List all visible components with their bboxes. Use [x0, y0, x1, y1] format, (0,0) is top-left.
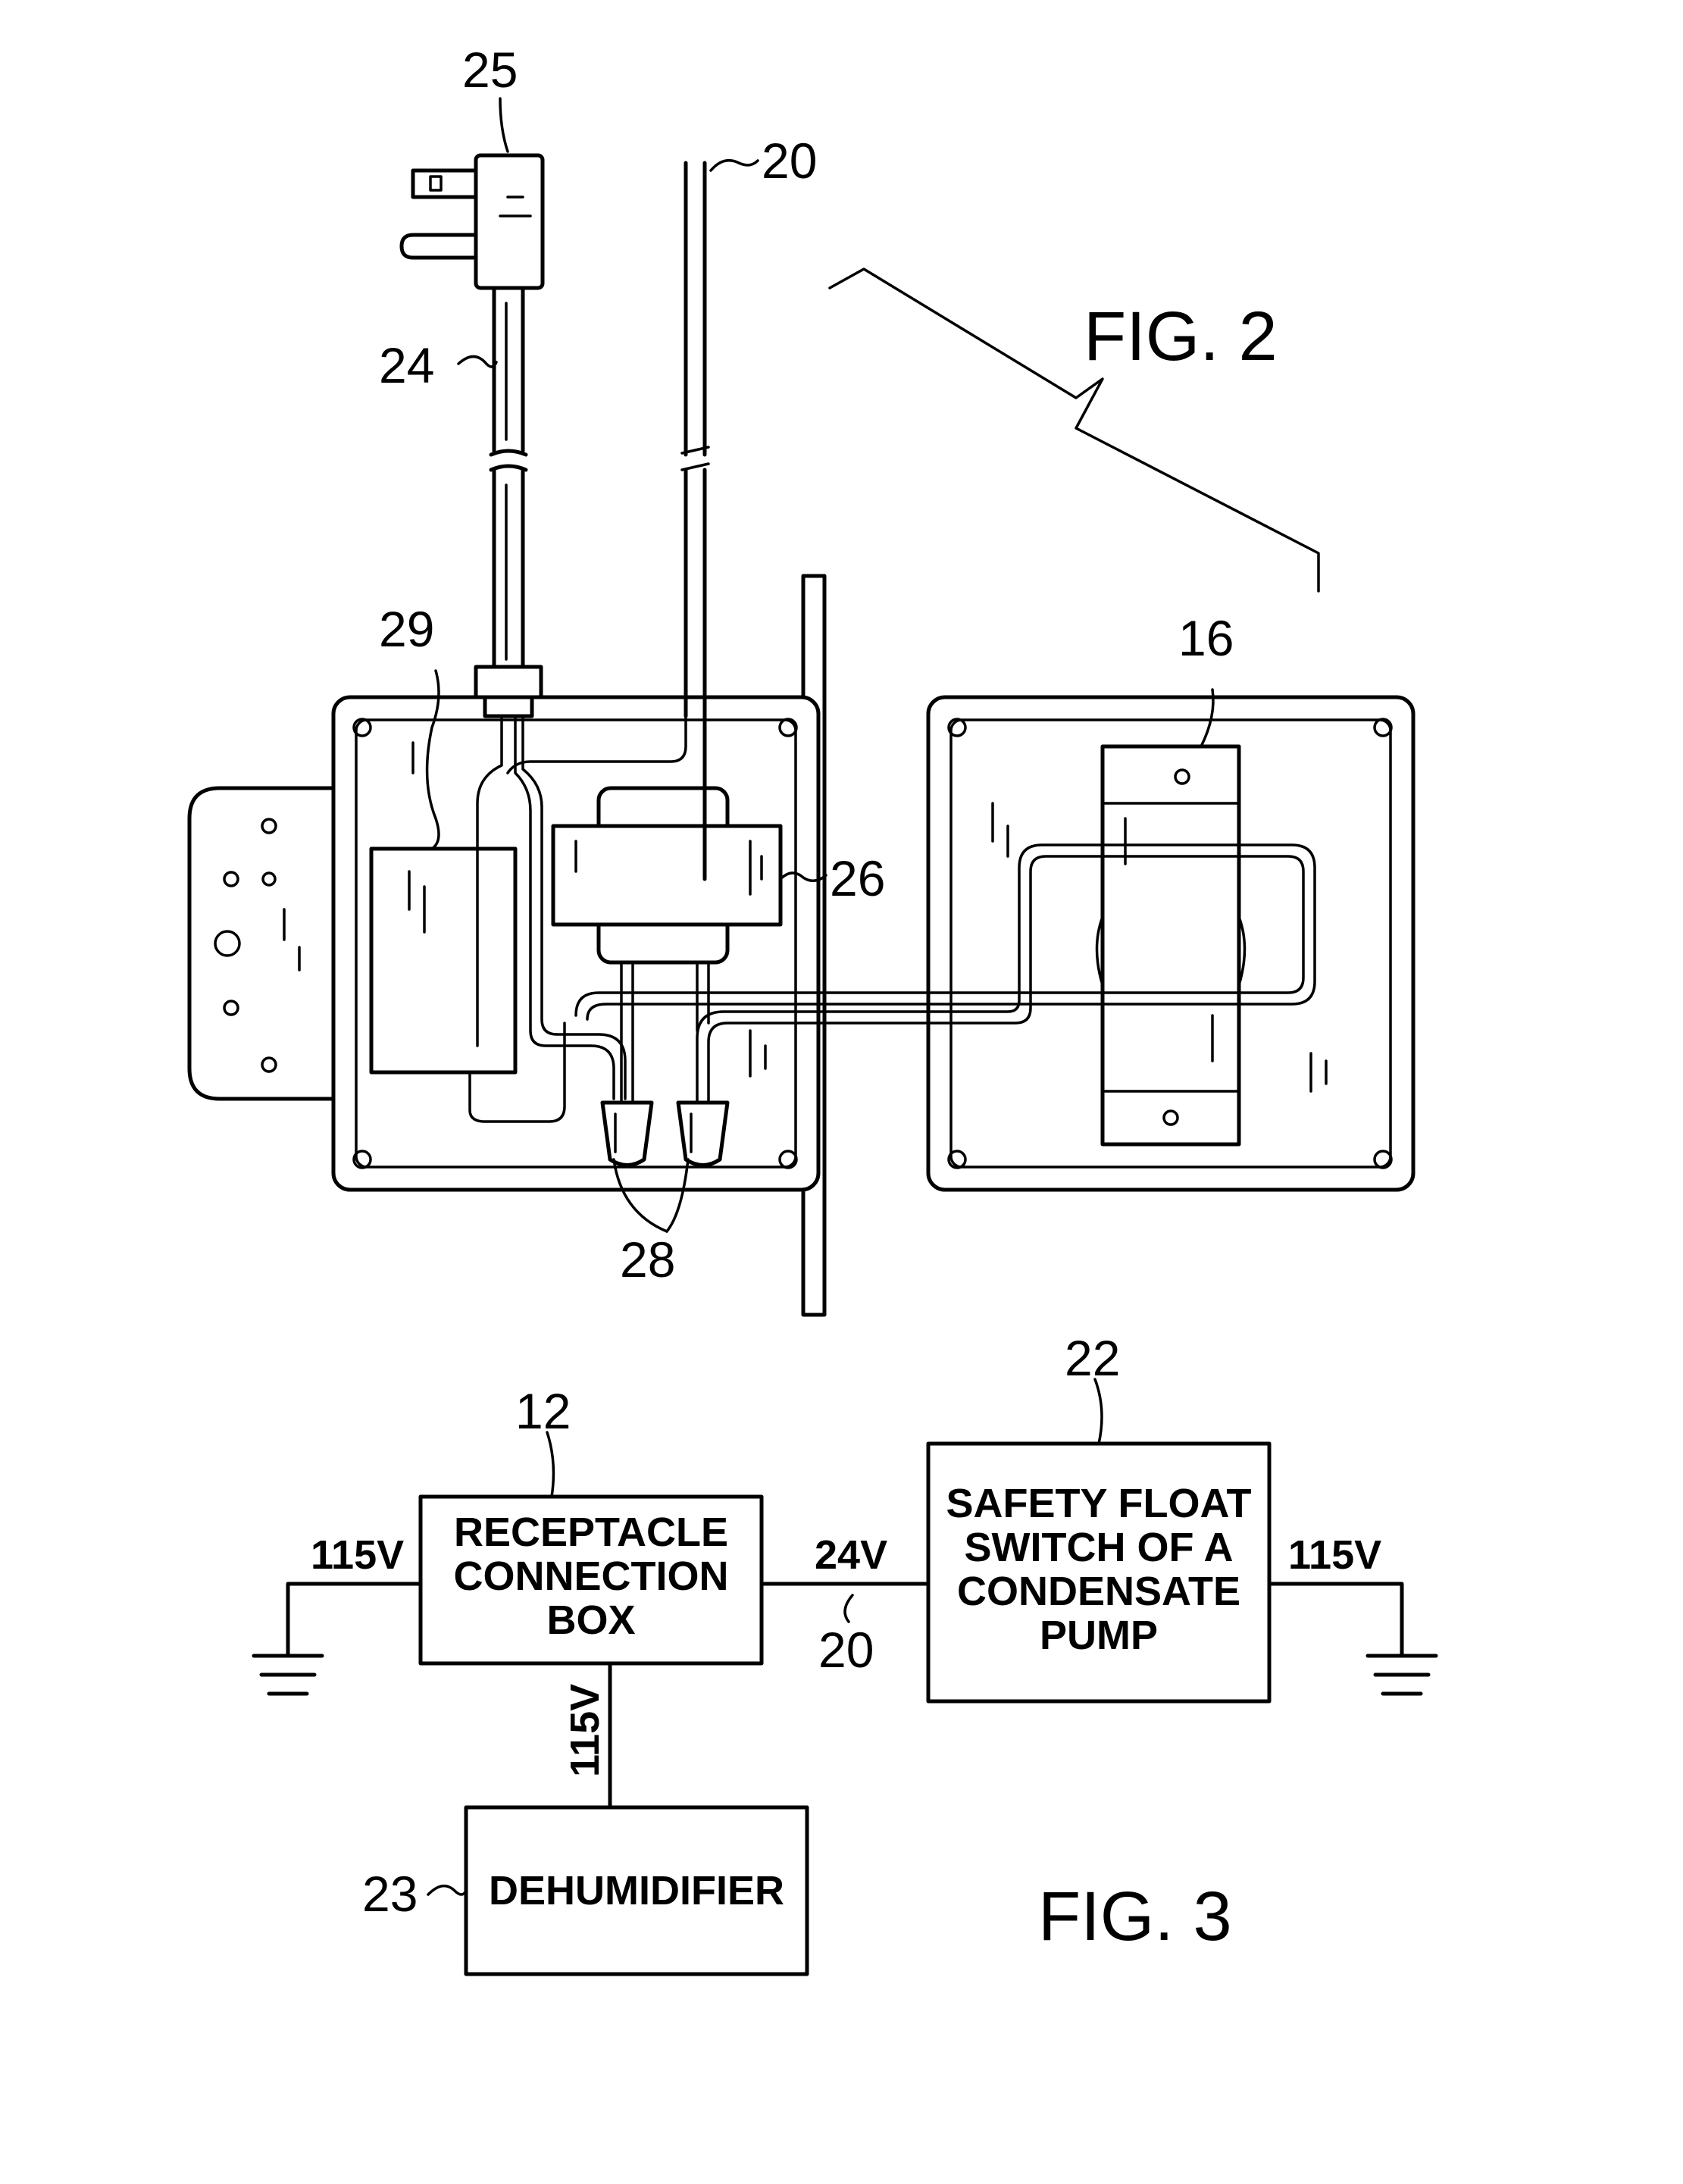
- label-signal-wire-ref: 20: [762, 133, 817, 189]
- controller-module: [369, 846, 518, 1075]
- wire-nuts: [600, 1100, 730, 1167]
- signal-wire-pair: [680, 161, 710, 881]
- internal-wiring: [468, 715, 1316, 1123]
- voltage-dehumidifier-feed: 115V: [562, 1684, 608, 1777]
- voltage-left-supply: 115V: [311, 1532, 404, 1578]
- ground-symbol-right: [1365, 1654, 1438, 1696]
- fig3-leaders: [427, 1378, 1103, 1896]
- label-wire-nuts-ref: 28: [620, 1231, 675, 1288]
- label-dehumidifier-ref: 23: [362, 1866, 418, 1922]
- float-switch-body: [1095, 744, 1247, 1147]
- dehumidifier-box: DEHUMIDIFIER: [464, 1805, 809, 1976]
- fig3-drawing: RECEPTACLE CONNECTION BOX SAFETY FLOAT S…: [252, 1330, 1438, 1976]
- receptacle-line-1: RECEPTACLE: [454, 1510, 728, 1555]
- receptacle-line-2: CONNECTION: [454, 1554, 729, 1599]
- label-link-ref: 20: [818, 1622, 874, 1678]
- label-transformer-ref: 26: [830, 850, 885, 906]
- fig2-leaders: [425, 97, 1215, 1233]
- figure-break-line: [828, 268, 1320, 593]
- transformer: [551, 786, 783, 965]
- float-switch-line-2: SWITCH OF A: [965, 1525, 1234, 1570]
- label-controller-ref: 29: [379, 601, 434, 657]
- dehumidifier-label: DEHUMIDIFIER: [489, 1868, 784, 1913]
- fig3-title: FIG. 3: [1038, 1878, 1232, 1955]
- label-float-switch-box-ref: 22: [1065, 1330, 1120, 1386]
- fig3-wiring: [286, 1582, 1404, 1810]
- plug: [399, 153, 545, 290]
- mounting-bracket: [187, 786, 336, 1101]
- voltage-right-supply: 115V: [1288, 1532, 1381, 1578]
- fig2-drawing: 25 24 20 29 26 28 16 FIG. 2: [187, 42, 1416, 1317]
- receptacle-connection-box: RECEPTACLE CONNECTION BOX: [418, 1494, 764, 1666]
- label-plug-ref: 25: [462, 42, 518, 98]
- voltage-link: 24V: [815, 1532, 887, 1578]
- ground-symbol-left: [252, 1654, 324, 1696]
- power-cord: [474, 286, 543, 718]
- fig2-title: FIG. 2: [1084, 298, 1278, 375]
- float-switch-box: SAFETY FLOAT SWITCH OF A CONDENSATE PUMP: [926, 1441, 1272, 1704]
- label-float-switch-ref: 16: [1178, 610, 1234, 666]
- receptacle-line-3: BOX: [546, 1597, 635, 1643]
- label-cord-ref: 24: [379, 337, 434, 393]
- float-switch-line-4: PUMP: [1040, 1613, 1158, 1658]
- float-switch-line-1: SAFETY FLOAT: [946, 1481, 1252, 1526]
- float-switch-line-3: CONDENSATE: [957, 1569, 1240, 1614]
- label-receptacle-ref: 12: [515, 1383, 571, 1439]
